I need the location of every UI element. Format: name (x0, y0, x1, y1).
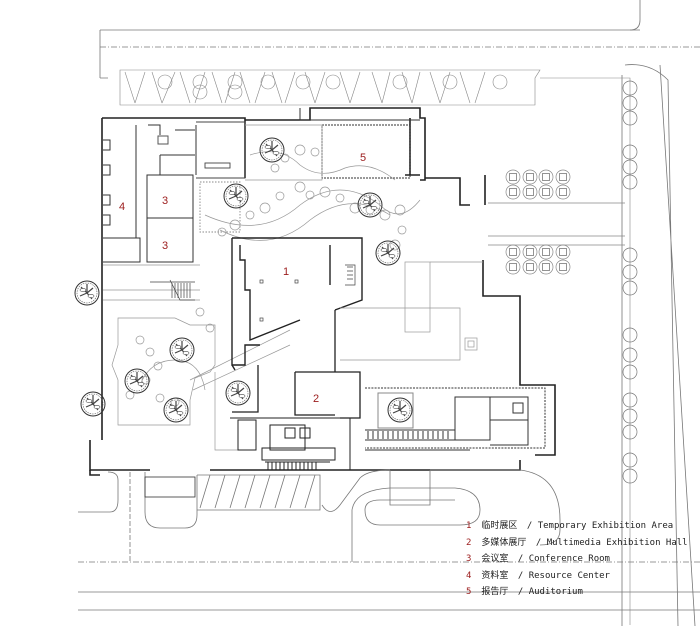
legend-chinese: 临时展区 (481, 521, 518, 531)
legend-item: 2 多媒体展厅 / Multimedia Exhibition Hall (466, 535, 688, 552)
street-trees (622, 80, 638, 484)
legend-chinese: 会议室 (481, 554, 509, 565)
legend-separator: / (517, 587, 524, 598)
legend-separator: / (517, 554, 524, 565)
legend-chinese: 资料室 (481, 570, 509, 581)
room-label-3b: 3 (162, 240, 168, 252)
courtyard-garden (103, 264, 291, 451)
legend-chinese: 报告厅 (481, 587, 509, 598)
legend-chinese: 多媒体展厅 (481, 537, 527, 548)
garden-paths (204, 124, 421, 251)
street-lines (78, 0, 700, 626)
legend-item: 4 资料室 / Resource Center (466, 568, 688, 585)
room-label-1: 1 (283, 266, 289, 278)
legend-english: Auditorium (528, 587, 583, 598)
legend-english: Multimedia Exhibition Hall (546, 537, 688, 548)
legend-separator: / (535, 537, 542, 548)
room-label-2: 2 (313, 393, 319, 405)
legend-number: 2 (466, 537, 472, 548)
room-labels: 1 2 3 3 4 5 (119, 152, 366, 405)
south-drive (78, 469, 561, 562)
legend-number: 4 (466, 570, 472, 581)
legend-item: 1 临时展区 / Temporary Exhibition Area (466, 518, 688, 535)
legend: 1 临时展区 / Temporary Exhibition Area 2 多媒体… (466, 518, 688, 601)
room-label-4: 4 (119, 201, 125, 213)
legend-separator: / (526, 521, 533, 531)
legend-item: 5 报告厅 / Auditorium (466, 584, 688, 601)
legend-english: Resource Center (528, 570, 610, 581)
temporary-exhibition-1 (231, 237, 363, 371)
legend-separator: / (517, 570, 524, 581)
legend-number: 5 (466, 587, 472, 598)
legend-english: Temporary Exhibition Area (537, 521, 674, 531)
service-core (230, 417, 351, 470)
east-wing (365, 387, 546, 451)
legend-number: 1 (466, 521, 472, 531)
legend-number: 3 (466, 554, 472, 565)
legend-english: Conference Room (528, 554, 610, 565)
parking-top (119, 69, 631, 625)
room-label-5: 5 (360, 152, 366, 164)
left-wing (103, 124, 197, 263)
auditorium-5 (299, 108, 420, 179)
planter-grid (505, 169, 571, 275)
multimedia-hall-2 (232, 310, 361, 419)
room-label-3a: 3 (162, 195, 168, 207)
legend-item: 3 会议室 / Conference Room (466, 551, 688, 568)
